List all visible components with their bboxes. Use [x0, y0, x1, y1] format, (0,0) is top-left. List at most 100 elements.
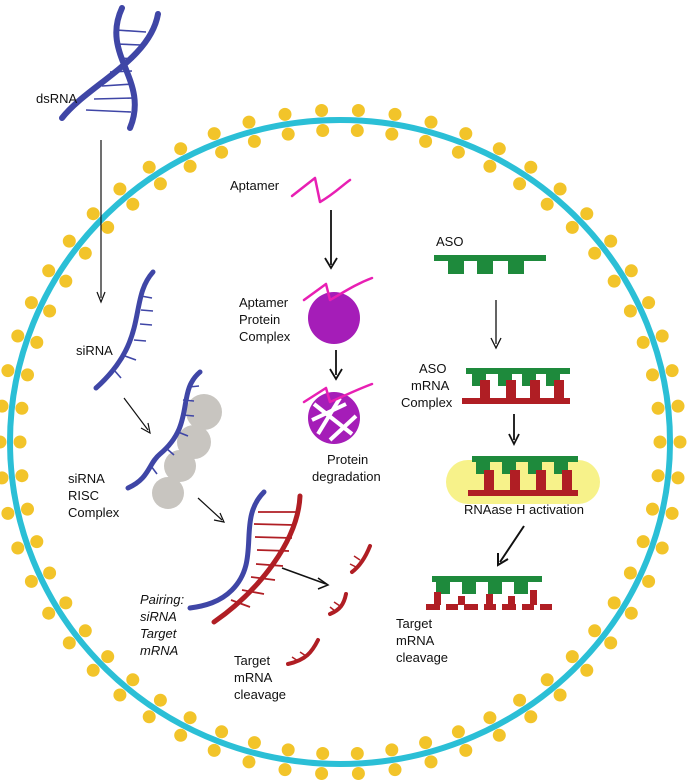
arrow-dsrna-to-sirna — [96, 140, 106, 304]
lipid-head — [281, 743, 295, 757]
lipid-head — [385, 127, 399, 141]
sirna-risc-label: siRNA RISC Complex — [68, 471, 120, 520]
lipid-head — [642, 296, 656, 310]
lipid-head — [316, 124, 330, 137]
lipid-head — [78, 246, 92, 260]
lipid-head — [183, 711, 197, 725]
lipid-head — [142, 160, 156, 174]
lipid-head — [385, 743, 399, 757]
lipid-head — [655, 541, 669, 555]
lipid-head — [242, 755, 256, 769]
lipid-head — [350, 747, 364, 760]
lipid-head — [604, 234, 618, 248]
lipid-head — [607, 274, 621, 288]
target-cleavage-left-label: Target mRNA cleavage — [234, 653, 286, 702]
lipid-head — [207, 127, 221, 141]
lipid-head — [1, 364, 15, 378]
lipid-head — [11, 541, 25, 555]
lipid-head — [21, 502, 34, 516]
lipid-head — [30, 535, 44, 549]
paired-sirna-mrna — [187, 489, 303, 625]
lipid-head — [30, 335, 44, 349]
lipid-head — [424, 755, 438, 769]
risc-complex — [125, 369, 222, 509]
lipid-head — [524, 710, 538, 724]
lipid-head — [86, 663, 100, 677]
lipid-head — [623, 304, 637, 318]
aptamer-protein-complex — [302, 276, 374, 344]
lipid-head — [153, 177, 167, 191]
aptamer-label: Aptamer — [230, 178, 280, 193]
cell-membrane — [0, 104, 687, 780]
dsrna-helix — [59, 5, 161, 131]
lipid-head — [623, 566, 637, 580]
lipid-head — [43, 566, 57, 580]
lipid-head — [247, 736, 261, 750]
lipid-head — [43, 304, 57, 318]
lipid-head — [651, 401, 665, 415]
lipid-head — [483, 711, 497, 725]
lipid-head — [673, 435, 687, 449]
lipid-head — [565, 220, 579, 234]
lipid-head — [281, 127, 295, 141]
lipid-head — [316, 747, 330, 760]
aptamer-protein-label: Aptamer Protein Complex — [239, 295, 292, 344]
lipid-head — [351, 104, 365, 117]
lipid-head — [42, 606, 56, 620]
lipid-head — [655, 329, 669, 343]
lipid-head — [351, 767, 365, 780]
degraded-protein — [302, 382, 374, 444]
lipid-head — [215, 725, 229, 739]
lipid-head — [513, 693, 527, 707]
lipid-head — [247, 134, 261, 148]
lipid-head — [62, 234, 76, 248]
lipid-head — [142, 710, 156, 724]
lipid-head — [665, 506, 679, 520]
arrow-risc-to-pairing — [197, 497, 226, 523]
aso-label: ASO — [436, 234, 463, 249]
pairing-label: Pairing: siRNA Target mRNA — [140, 592, 188, 658]
target-cleavage-right-label: Target mRNA cleavage — [396, 616, 448, 665]
lipid-head — [126, 673, 140, 687]
lipid-head — [86, 207, 100, 221]
lipid-head — [0, 399, 9, 413]
lipid-head — [588, 624, 602, 638]
lipid-head — [101, 220, 115, 234]
lipid-head — [15, 469, 29, 483]
arrow-aso-to-complex — [490, 300, 502, 350]
lipid-head — [278, 107, 292, 121]
lipid-head — [483, 159, 497, 173]
aso-mrna-complex — [462, 368, 570, 404]
lipid-head — [671, 471, 685, 485]
lipid-head — [101, 650, 115, 664]
lipid-head — [1, 506, 15, 520]
lipid-head — [646, 368, 659, 382]
lipid-head — [174, 728, 188, 742]
lipid-head — [315, 767, 329, 780]
lipid-head — [0, 471, 9, 485]
lipid-head — [459, 743, 473, 757]
lipid-head — [13, 435, 27, 449]
lipid-head — [24, 574, 38, 588]
dsrna-label: dsRNA — [36, 91, 78, 106]
lipid-head — [242, 115, 256, 129]
lipid-head — [540, 673, 554, 687]
lipid-head — [315, 104, 329, 117]
aso-oligo — [434, 255, 546, 274]
lipid-heads — [0, 104, 687, 780]
lipid-head — [388, 107, 402, 121]
lipid-head — [665, 364, 679, 378]
lipid-head — [113, 688, 127, 702]
lipid-head — [419, 134, 433, 148]
lipid-head — [451, 725, 465, 739]
lipid-head — [0, 435, 7, 449]
lipid-head — [588, 246, 602, 260]
lipid-head — [459, 127, 473, 141]
lipid-head — [624, 606, 638, 620]
sirna-strand — [93, 269, 156, 391]
lipid-head — [636, 535, 650, 549]
lipid-head — [59, 274, 73, 288]
lipid-head — [62, 636, 76, 650]
lipid-head — [492, 142, 506, 156]
